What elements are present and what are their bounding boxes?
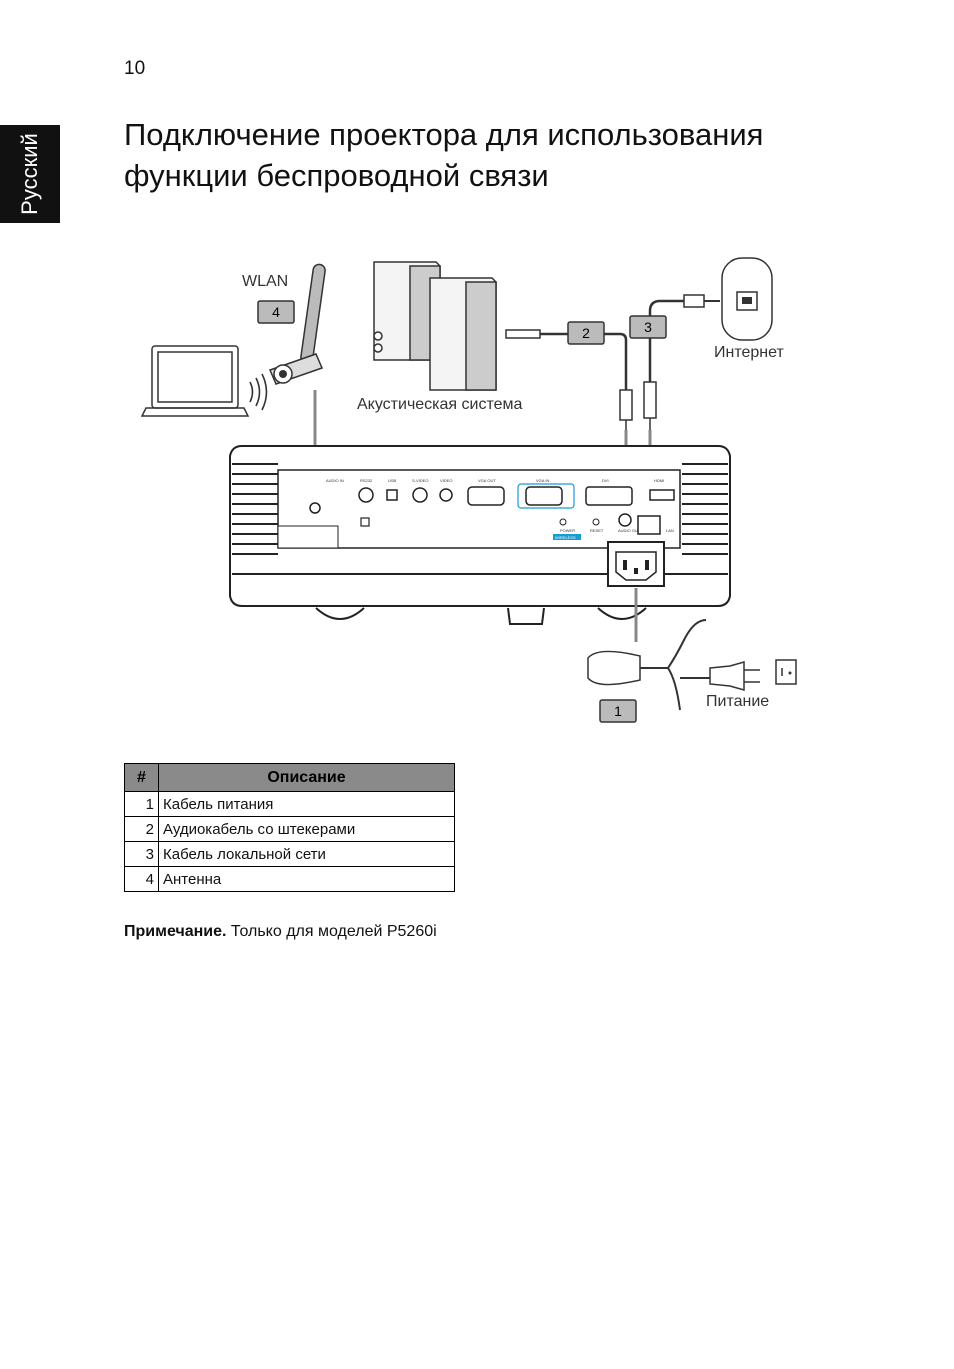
- language-tab-label: Русский: [17, 133, 43, 215]
- speakers-icon: [373, 261, 497, 391]
- speakers-label: Акустическая система: [357, 396, 523, 413]
- table-header-description: Описание: [158, 763, 455, 792]
- projector-rear-panel: AUDIO IN RS232 USB S-VIDEO VIDEO VGA OUT…: [229, 445, 731, 625]
- svg-text:2: 2: [582, 325, 590, 341]
- svg-text:POWER: POWER: [560, 528, 575, 533]
- svg-text:HDMI: HDMI: [654, 478, 664, 483]
- row-description: Антенна: [158, 866, 455, 892]
- note-text: Только для моделей P5260i: [226, 923, 437, 940]
- table-row: 3 Кабель локальной сети: [124, 841, 455, 867]
- row-description: Кабель питания: [158, 791, 455, 817]
- wireless-signal-icon: [249, 373, 268, 411]
- table-header-number: #: [124, 763, 159, 792]
- row-number: 3: [124, 841, 159, 867]
- callout-2: 2: [567, 321, 605, 345]
- note: Примечание. Только для моделей P5260i: [124, 923, 437, 941]
- page-title: Подключение проектора для использования …: [124, 117, 764, 193]
- callout-3: 3: [629, 315, 667, 339]
- table-row: 2 Аудиокабель со штекерами: [124, 816, 455, 842]
- row-number: 2: [124, 816, 159, 842]
- row-description: Аудиокабель со штекерами: [158, 816, 455, 842]
- svg-text:VGA OUT: VGA OUT: [478, 478, 496, 483]
- svg-text:VIDEO: VIDEO: [440, 478, 452, 483]
- description-table: # Описание 1 Кабель питания 2 Аудиокабел…: [124, 763, 455, 892]
- page-number: 10: [124, 58, 146, 79]
- power-cable: [587, 619, 760, 711]
- svg-text:S-VIDEO: S-VIDEO: [412, 478, 428, 483]
- note-label: Примечание.: [124, 923, 227, 940]
- svg-text:DVI: DVI: [602, 478, 609, 483]
- callout-4: 4: [257, 300, 295, 324]
- svg-text:AUDIO OUT: AUDIO OUT: [618, 528, 641, 533]
- svg-text:USB: USB: [388, 478, 397, 483]
- power-outlet-icon: [775, 659, 797, 685]
- row-number: 1: [124, 791, 159, 817]
- power-label: Питание: [706, 693, 769, 710]
- row-number: 4: [124, 866, 159, 892]
- table-row: 1 Кабель питания: [124, 791, 455, 817]
- svg-text:VGA IN: VGA IN: [536, 478, 549, 483]
- svg-text:LAN: LAN: [666, 528, 674, 533]
- connection-diagram: WLAN 4 Акустическая система 2 3: [140, 257, 797, 723]
- callout-1: 1: [599, 699, 637, 723]
- lan-cable: [643, 294, 720, 430]
- wlan-label: WLAN: [242, 273, 288, 290]
- svg-text:RS232: RS232: [360, 478, 373, 483]
- svg-text:AUDIO IN: AUDIO IN: [326, 478, 344, 483]
- row-description: Кабель локальной сети: [158, 841, 455, 867]
- svg-text:3: 3: [644, 319, 652, 335]
- language-tab: Русский: [0, 125, 60, 223]
- svg-text:4: 4: [272, 304, 280, 320]
- svg-text:1: 1: [614, 703, 622, 719]
- svg-text:RESET: RESET: [590, 528, 604, 533]
- table-row: 4 Антенна: [124, 866, 455, 892]
- laptop-icon: [140, 345, 250, 417]
- audio-cable: [505, 329, 633, 432]
- internet-socket-icon: [721, 257, 773, 341]
- svg-text:WIRELESS: WIRELESS: [555, 535, 576, 540]
- internet-label: Интернет: [714, 344, 784, 361]
- antenna-icon: [268, 263, 326, 385]
